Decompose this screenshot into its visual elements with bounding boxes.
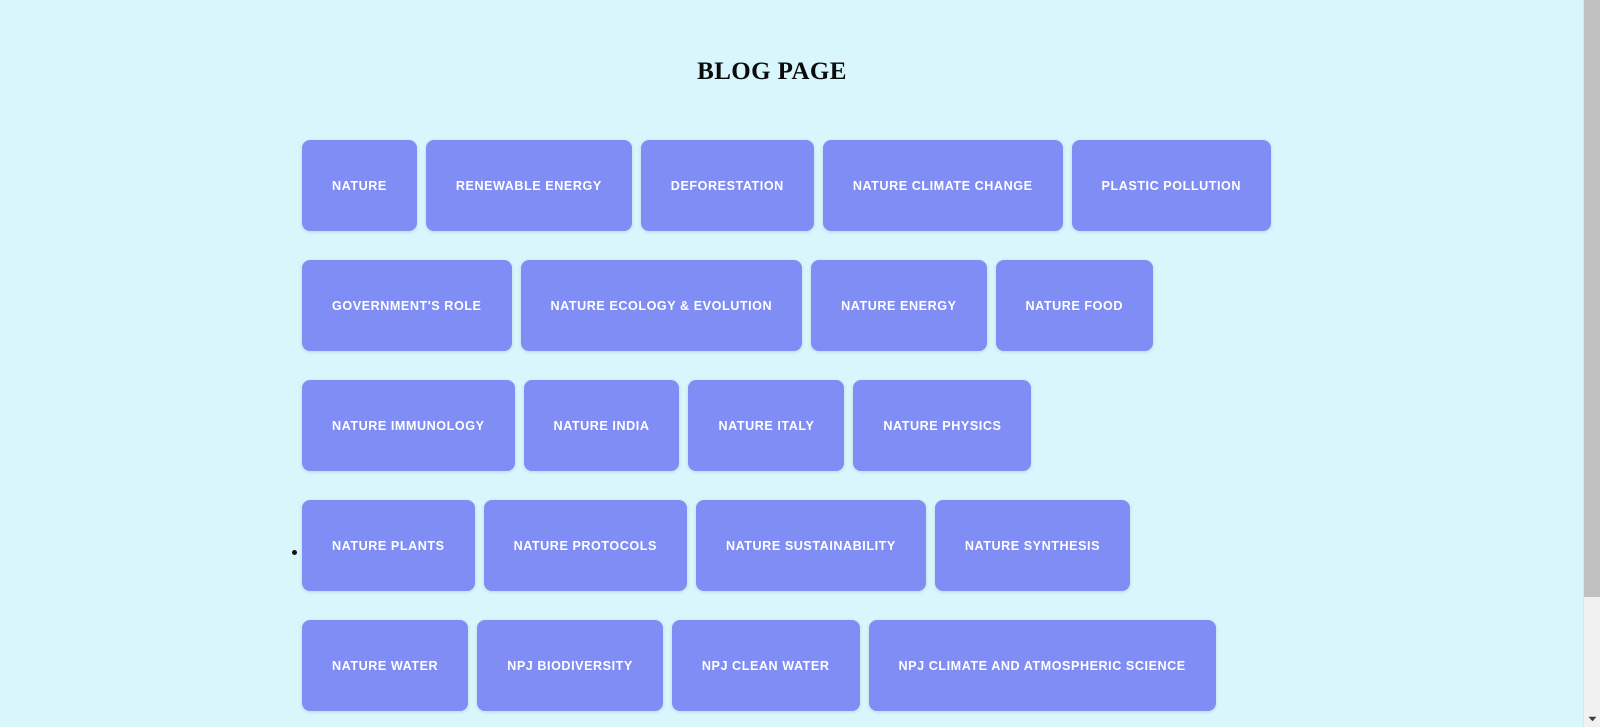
tag-button[interactable]: NATURE ENERGY	[811, 260, 987, 351]
tag-button[interactable]: NATURE SUSTAINABILITY	[695, 500, 926, 591]
tag-button[interactable]: NATURE ITALY	[688, 380, 845, 471]
tag-button[interactable]: RENEWABLE ENERGY	[425, 140, 632, 231]
tag-button[interactable]: GOVERNMENT'S ROLE	[302, 260, 512, 351]
tag-button[interactable]: NATURE PHYSICS	[853, 380, 1032, 471]
tag-button[interactable]: NPJ CLEAN WATER	[671, 620, 860, 711]
tag-button[interactable]: NATURE PLANTS	[302, 500, 475, 591]
tag-button[interactable]: NPJ CLIMATE AND ATMOSPHERIC SCIENCE	[868, 620, 1216, 711]
scrollbar-thumb[interactable]	[1584, 0, 1600, 597]
tag-button[interactable]: NATURE	[302, 140, 417, 231]
tag-button[interactable]: NATURE FOOD	[995, 260, 1153, 351]
tag-button[interactable]: NATURE INDIA	[523, 380, 680, 471]
page-title: BLOG PAGE	[697, 58, 847, 85]
tag-button[interactable]: PLASTIC POLLUTION	[1071, 140, 1272, 231]
tag-button[interactable]: NATURE CLIMATE CHANGE	[822, 140, 1063, 231]
tag-button[interactable]: NATURE IMMUNOLOGY	[302, 380, 515, 471]
tag-button[interactable]: NATURE PROTOCOLS	[483, 500, 687, 591]
tag-button[interactable]: NATURE WATER	[302, 620, 469, 711]
vertical-scrollbar[interactable]	[1583, 0, 1600, 727]
tag-button[interactable]: NPJ BIODIVERSITY	[477, 620, 663, 711]
tag-button[interactable]: DEFORESTATION	[640, 140, 814, 231]
tag-button[interactable]: NATURE SYNTHESIS	[934, 500, 1131, 591]
list-bullet-marker	[292, 550, 297, 555]
chevron-down-icon[interactable]	[1584, 710, 1600, 727]
tag-button[interactable]: NATURE ECOLOGY & EVOLUTION	[520, 260, 803, 351]
